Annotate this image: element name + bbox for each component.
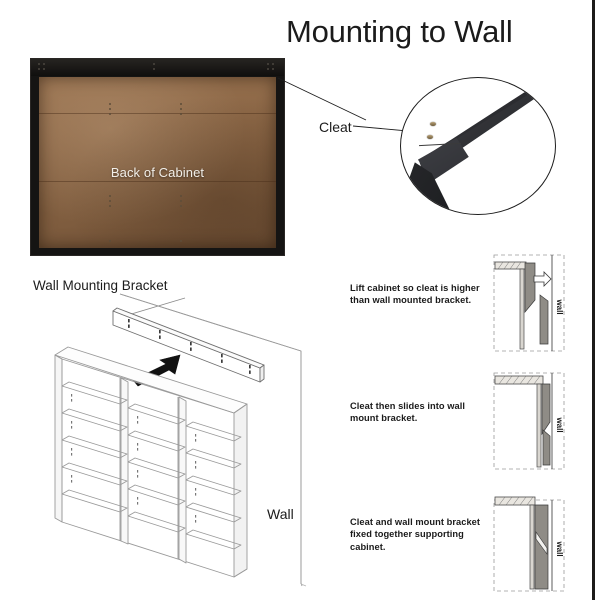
- right-edge-rule: [592, 0, 595, 600]
- rail-hole: [153, 68, 155, 70]
- cabinet-cleat-rail: [31, 59, 284, 76]
- step-2-wall-label: wall: [555, 416, 564, 432]
- rail-hole: [38, 63, 40, 65]
- step-2-figure: wall: [493, 372, 565, 470]
- panel-screw-group: [180, 240, 182, 244]
- cabinet-back-photo: Back of Cabinet: [30, 58, 285, 256]
- step-2-text: Cleat then slides into wall mount bracke…: [350, 401, 466, 424]
- step-3-figure: wall: [493, 496, 565, 592]
- detail-screw: [430, 122, 436, 126]
- panel-screw-group: [180, 195, 182, 208]
- panel-screw-group: [180, 103, 182, 116]
- wall-mounting-bracket-label: Wall Mounting Bracket: [33, 278, 168, 293]
- rail-hole: [267, 63, 269, 65]
- isometric-linework: [54, 293, 307, 587]
- panel-seam: [39, 113, 276, 114]
- rail-hole: [272, 63, 274, 65]
- step-panel-1: Lift cabinet so cleat is higher than wal…: [344, 248, 592, 360]
- rail-hole: [153, 63, 155, 65]
- wall-label: Wall: [267, 506, 294, 522]
- cabinet-back-label: Back of Cabinet: [110, 165, 205, 180]
- rail-hole: [43, 68, 45, 70]
- rail-hole: [43, 63, 45, 65]
- step-1-arrow: [533, 271, 552, 287]
- panel-screw-group: [109, 240, 111, 244]
- step-3-wall-label: wall: [555, 540, 564, 556]
- panel-screw-group: [109, 103, 111, 116]
- step-panel-2: Cleat then slides into wall mount bracke…: [344, 366, 592, 478]
- step-panel-3: Cleat and wall mount bracket fixed toget…: [344, 488, 592, 600]
- page-title: Mounting to Wall: [286, 14, 513, 49]
- cabinet-back-panel: Back of Cabinet: [39, 77, 276, 248]
- rail-hole: [38, 68, 40, 70]
- panel-seam: [39, 181, 276, 182]
- step-1-wall-label: wall: [555, 298, 564, 314]
- cleat-detail-photo: [400, 77, 556, 215]
- detail-screw: [427, 135, 433, 139]
- rail-hole: [272, 68, 274, 70]
- isometric-mounting-diagram: Wall Mounting Bracket Wall: [20, 278, 340, 590]
- step-3-text: Cleat and wall mount bracket fixed toget…: [350, 517, 481, 552]
- cleat-label: Cleat: [319, 119, 352, 135]
- step-1-figure: wall: [493, 254, 565, 352]
- rail-hole: [267, 68, 269, 70]
- step-panels: Lift cabinet so cleat is higher than wal…: [344, 248, 592, 596]
- panel-screw-group: [109, 195, 111, 208]
- step-1-text: Lift cabinet so cleat is higher than wal…: [350, 283, 480, 306]
